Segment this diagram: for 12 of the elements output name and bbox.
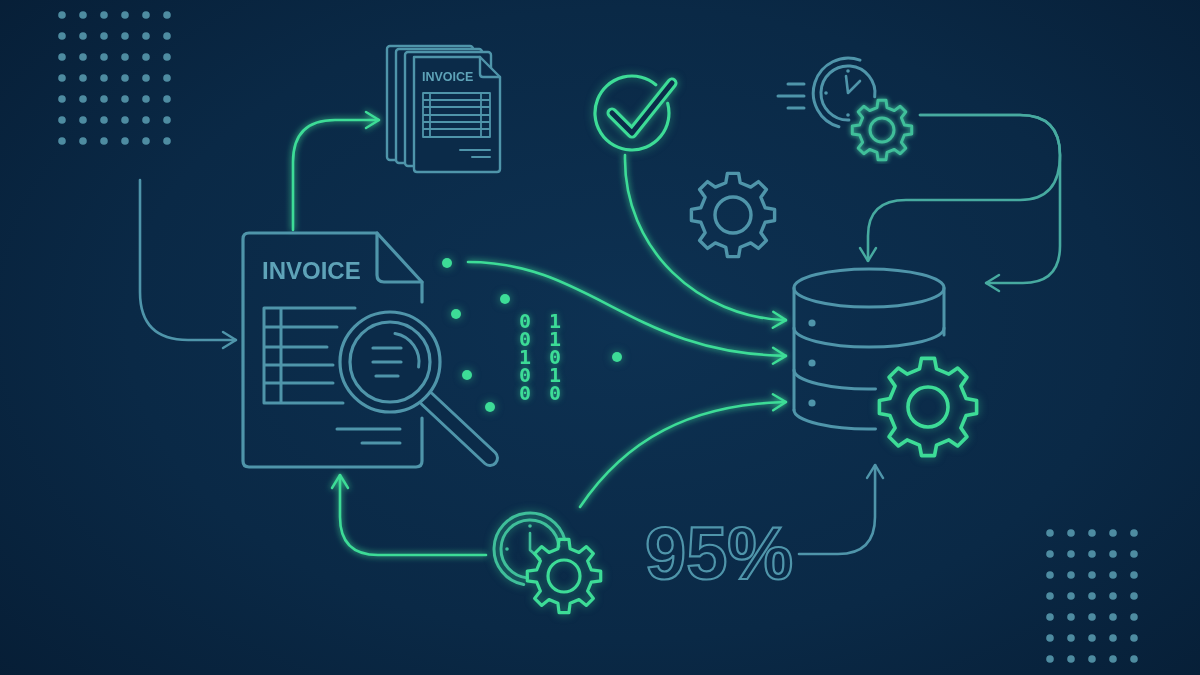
arrow	[138, 178, 238, 350]
arrow	[330, 473, 488, 557]
arrow	[797, 463, 885, 556]
arrow	[623, 153, 788, 329]
arrow	[466, 260, 788, 365]
percentage-text: 95%	[645, 517, 794, 591]
invoice-heading: INVOICE	[262, 259, 361, 283]
binary-digits: 0 1 0 1 1 0 0 1 0 0	[518, 312, 562, 402]
invoice-heading: INVOICE	[422, 71, 474, 84]
arrow	[578, 393, 788, 509]
arrow	[918, 113, 1062, 293]
arrow	[291, 110, 381, 232]
